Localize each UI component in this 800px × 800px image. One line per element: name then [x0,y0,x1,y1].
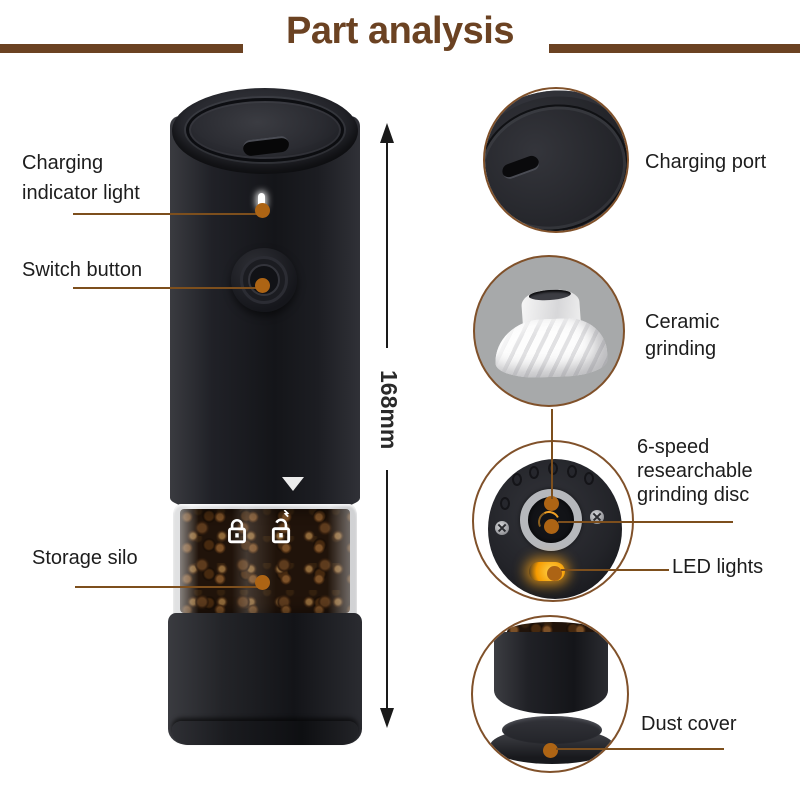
grinder-body [170,116,360,514]
callout-charging-indicator-label: Charging indicator light [22,148,140,208]
leader-line-switch-button [73,287,259,289]
grinder-base [168,613,362,745]
callout-dot-disc-center [544,519,559,534]
dose-marker-triangle-icon [282,477,304,491]
label-ceramic-grinding: Ceramic grinding [645,309,719,363]
detail-circle-ceramic-grinding [473,255,625,407]
title-divider-right [549,44,800,53]
leader-line-led-lights [561,569,669,571]
charging-indicator-led [258,193,265,208]
leader-line-ceramic-to-disc [551,409,553,499]
disc-bump [529,466,539,479]
label-line: Ceramic [645,311,720,333]
jar-bottom [494,632,608,714]
label-charging-port: Charging port [645,151,767,173]
grinder-top-cap [172,88,358,174]
label-line: indicator light [22,182,140,204]
height-dimension-label: 168mm [376,370,402,450]
leader-line-storage-silo [75,586,259,588]
dust-cover-lid [502,716,602,744]
label-line: Switch button [22,259,143,281]
arrow-up-icon [380,123,394,143]
leader-line-grinding-disc [558,521,733,523]
callout-dot-led [547,566,562,581]
label-grinding-disc: 6-speed researchable grinding disc [637,435,753,507]
dimension-line-bottom [386,470,388,710]
screw-icon [495,521,509,535]
label-line: Storage silo [32,547,138,569]
callout-dot-charging-indicator [255,203,270,218]
charging-port-lid [485,89,627,231]
callout-dot-storage-silo [255,575,270,590]
lock-open-icon [271,510,291,544]
label-line: 6-speed [637,436,710,458]
label-line: grinding disc [637,484,750,506]
callout-dot-dust-cover [543,743,558,758]
label-line: grinding [645,338,717,360]
storage-silo-window [173,504,357,620]
callout-dot-switch-button [255,278,270,293]
callout-dot-disc-top [544,496,559,511]
leader-line-charging-indicator [73,213,259,215]
screw-icon [590,510,604,524]
callout-storage-silo-label: Storage silo [32,543,138,573]
cap-groove-ring [186,98,344,162]
leader-line-dust-cover [556,748,724,750]
detail-circle-charging-port [483,87,629,233]
peppercorns [180,509,350,613]
disc-bump [567,465,577,478]
callout-switch-button-label: Switch button [22,255,142,285]
arrow-down-icon [380,708,394,728]
detail-circle-dust-cover [471,615,629,773]
disc-bump [512,473,522,486]
label-line: researchable [637,460,753,482]
ceramic-grinder-part [494,317,608,379]
page-title: Part analysis [286,10,514,52]
disc-bump [584,472,594,485]
disc-bump [548,462,558,475]
disc-bump [500,497,510,510]
title-divider-left [0,44,243,53]
label-dust-cover: Dust cover [641,713,737,735]
lock-closed-icon [228,519,246,544]
label-line: Charging [22,152,104,174]
dimension-line-top [386,143,388,348]
lid-groove-ring [485,90,627,231]
label-led-lights: LED lights [672,556,764,578]
